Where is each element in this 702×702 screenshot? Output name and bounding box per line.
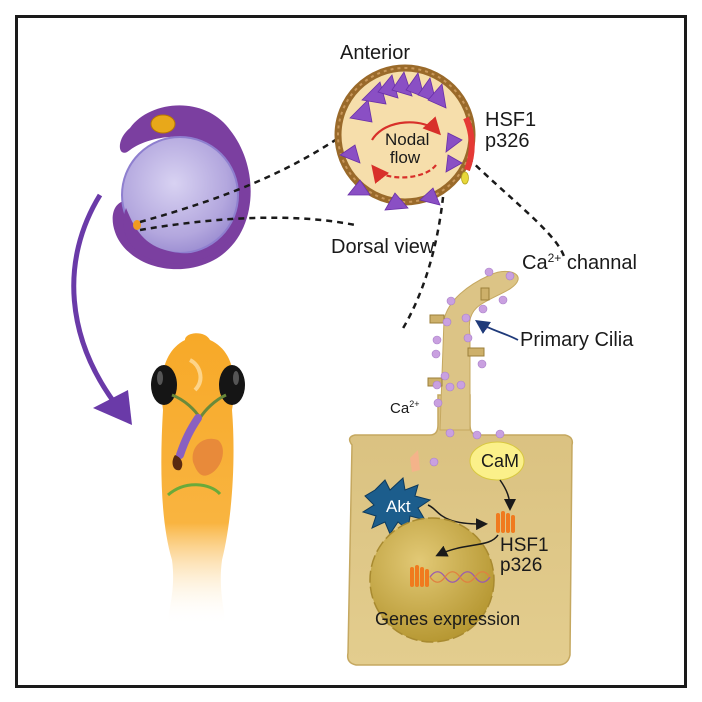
hsf1-top-line2: p326 <box>485 130 530 152</box>
zoom-line-upper <box>139 128 351 224</box>
hsf1-protein-nucleus <box>410 565 429 587</box>
hsf1-cell-line2: p326 <box>500 554 543 576</box>
hsf1-to-nucleus-arrow <box>435 534 499 557</box>
hsf1-cell-line1: HSF1 <box>500 535 549 556</box>
zoom-line-lower <box>139 216 356 232</box>
primary-cilia-label: Primary Cilia <box>520 329 634 351</box>
hsf1-top-line1: HSF1 <box>485 109 537 131</box>
ca-ion-prefix: Ca <box>390 400 410 417</box>
larva-gut <box>176 414 202 459</box>
cam-bubble <box>469 441 525 481</box>
node-dorsal-view <box>334 64 476 211</box>
zoom-line-cilium-right <box>459 149 567 261</box>
larva-liver <box>192 438 223 476</box>
ca-channel-suffix: channal <box>561 252 637 274</box>
hsf1-marker <box>463 116 475 172</box>
cell <box>346 267 574 666</box>
hsf1-p326-cell-label: HSF1 p326 <box>500 536 549 576</box>
nodal-flow-label: Nodal flow <box>385 130 430 167</box>
larva-bottom-vessel <box>167 483 222 497</box>
cilia-periphery <box>339 132 463 211</box>
ca-channel-marker <box>461 171 469 185</box>
larva <box>151 333 245 625</box>
primary-cilium <box>439 270 519 431</box>
cilia-pointer-arrow <box>475 320 519 341</box>
zoom-line-cilium-left <box>400 174 447 331</box>
genes-expression-label: Genes expression <box>375 609 521 629</box>
nodal-flow-line1: Nodal <box>385 130 430 149</box>
cam-to-hsf1-arrow <box>499 479 516 511</box>
flow-arrow-upper <box>371 116 441 141</box>
ca-channel-prefix: Ca <box>522 252 548 274</box>
akt-to-hsf1-arrow <box>427 504 488 531</box>
larva-body <box>161 333 235 625</box>
embryo <box>112 105 251 270</box>
development-arrowhead <box>93 390 132 425</box>
nodal-flow-line2: flow <box>389 147 421 167</box>
akt-label: Akt <box>386 497 411 516</box>
embryo-tail <box>123 208 238 264</box>
akt-star <box>361 477 432 536</box>
dna-helix <box>429 571 491 583</box>
hsf1-p326-top-label: HSF1 p326 <box>485 110 536 152</box>
embryo-head-spot <box>150 114 176 134</box>
zoom-lines <box>139 128 567 331</box>
anterior-label: Anterior <box>340 42 411 64</box>
cilia-anterior-row <box>349 71 447 123</box>
development-arrow <box>71 193 132 425</box>
membrane-channel <box>410 450 420 472</box>
hsf1-protein-cytoplasm <box>496 511 515 533</box>
larva-eye-right <box>219 365 245 405</box>
cam-label: CaM <box>481 451 520 471</box>
flow-arrow-lower <box>371 164 437 184</box>
figure-border <box>15 15 687 688</box>
kupffer-vesicle <box>133 220 141 230</box>
ca-ion-superscript: 2+ <box>409 399 420 409</box>
ca-ion-label: Ca2+ <box>390 399 420 417</box>
larva-eye-left <box>151 365 177 405</box>
dorsal-view-label: Dorsal view <box>331 236 435 258</box>
ca-channel-superscript: 2+ <box>547 251 562 265</box>
ca-channel-label: Ca2+ channal <box>522 251 637 274</box>
larva-brown-organ <box>172 455 183 471</box>
